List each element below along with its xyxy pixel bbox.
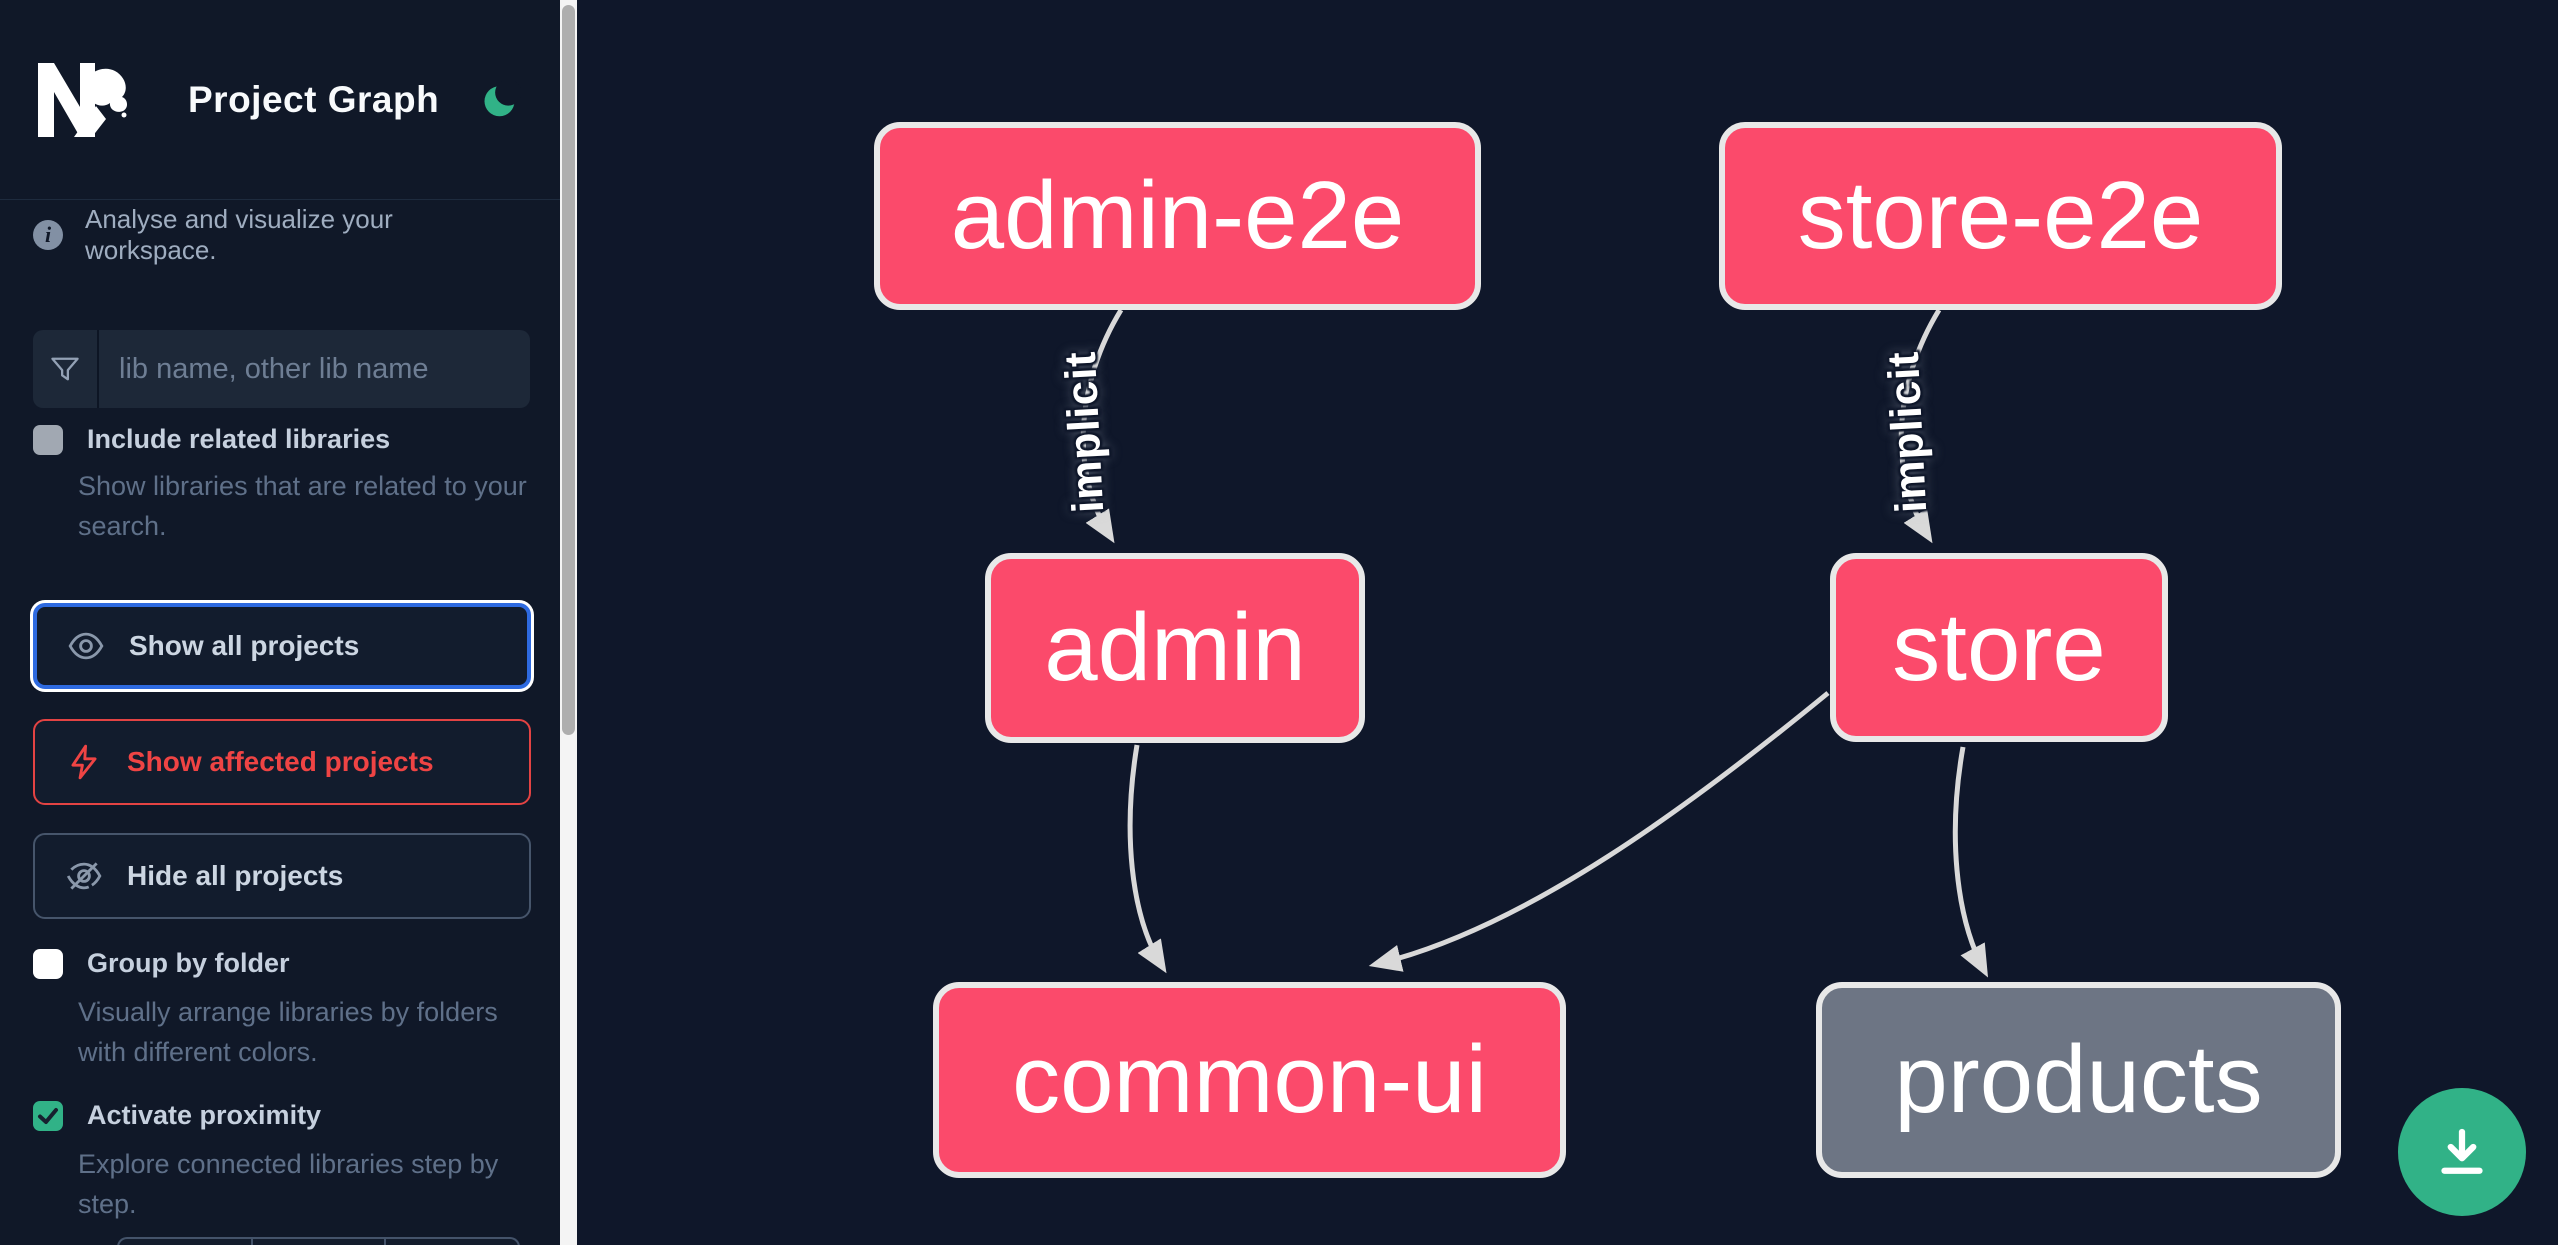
checkbox-include-related[interactable]: Include related libraries: [33, 424, 390, 455]
checkbox-label: Activate proximity: [87, 1100, 322, 1130]
edge-admin-e2e-to-admin: [1080, 308, 1124, 544]
edge-store-to-common-ui: [1368, 691, 1830, 972]
node-label: store: [1892, 593, 2106, 701]
filter-search: [33, 330, 530, 408]
nx-logo: [38, 62, 128, 137]
eye-icon: [68, 632, 104, 660]
search-input[interactable]: [99, 330, 530, 408]
button-label: Show affected projects: [127, 746, 434, 777]
graph-node-common-ui[interactable]: common-ui: [933, 982, 1566, 1178]
edge-store-to-products: [1952, 746, 1989, 978]
funnel-icon: [33, 330, 99, 408]
checkbox-group-by-folder[interactable]: Group by folder: [33, 948, 290, 979]
graph-node-store-e2e[interactable]: store-e2e: [1719, 122, 2282, 310]
button-label: Hide all projects: [127, 860, 344, 891]
node-label: common-ui: [1012, 1026, 1487, 1133]
stepper-segment[interactable]: [253, 1239, 387, 1245]
moon-icon: [484, 79, 522, 116]
node-label: admin: [1044, 594, 1306, 701]
dark-mode-toggle[interactable]: [480, 78, 524, 122]
node-label: products: [1894, 1026, 2263, 1133]
page-title: Project Graph: [188, 78, 440, 120]
graph-node-admin-e2e[interactable]: admin-e2e: [874, 122, 1481, 310]
checkbox-box[interactable]: [33, 424, 63, 455]
stepper-segment[interactable]: [386, 1239, 518, 1245]
hide-all-projects-button[interactable]: Hide all projects: [33, 833, 531, 919]
bolt-icon: [71, 744, 97, 780]
button-label: Show all projects: [129, 630, 360, 661]
project-graph-canvas[interactable]: admin-e2e store-e2e admin store common-ui pro…: [577, 0, 2558, 1245]
proximity-stepper-control[interactable]: [117, 1237, 520, 1245]
sidebar-header: Project Graph: [0, 0, 560, 200]
sidebar-scrollbar[interactable]: [560, 0, 577, 1245]
info-text: Analyse and visualize your workspace.: [85, 204, 393, 265]
edge-label-implicit: implicit: [1878, 349, 1937, 515]
checkbox-activate-proximity[interactable]: Activate proximity: [33, 1100, 321, 1131]
save-image-button[interactable]: [2398, 1088, 2526, 1216]
checkbox-box-checked[interactable]: [33, 1100, 63, 1131]
node-label: admin-e2e: [950, 162, 1405, 269]
checkbox-box[interactable]: [33, 948, 63, 979]
show-affected-projects-button[interactable]: Show affected projects: [33, 719, 531, 805]
dependency-edges: [1080, 308, 1989, 978]
scrollbar-thumb[interactable]: [562, 5, 575, 735]
checkbox-description: Explore connected libraries step by step…: [78, 1149, 499, 1219]
checkbox-label: Include related libraries: [87, 424, 391, 454]
stepper-segment[interactable]: [119, 1239, 253, 1245]
graph-node-products[interactable]: products: [1816, 982, 2341, 1178]
graph-node-store[interactable]: store: [1830, 553, 2168, 742]
graph-node-admin[interactable]: admin: [985, 553, 1365, 743]
edge-label-implicit: implicit: [1055, 349, 1114, 515]
node-label: store-e2e: [1797, 162, 2204, 269]
checkbox-label: Group by folder: [87, 948, 290, 978]
show-all-projects-button[interactable]: Show all projects: [33, 603, 531, 689]
check-icon: [38, 1107, 58, 1124]
checkbox-description: Show libraries that are related to your …: [78, 471, 527, 541]
info-icon: i: [33, 220, 63, 250]
eye-off-icon: [66, 862, 102, 890]
edge-admin-to-common-ui: [1127, 744, 1167, 974]
checkbox-description: Visually arrange libraries by folders wi…: [78, 997, 498, 1067]
download-icon: [2441, 1128, 2483, 1174]
workspace-info: i Analyse and visualize your workspace.: [33, 204, 530, 266]
edge-store-e2e-to-store: [1898, 308, 1942, 544]
sidebar: Project Graph i Analyse and visualize yo…: [0, 0, 560, 1245]
